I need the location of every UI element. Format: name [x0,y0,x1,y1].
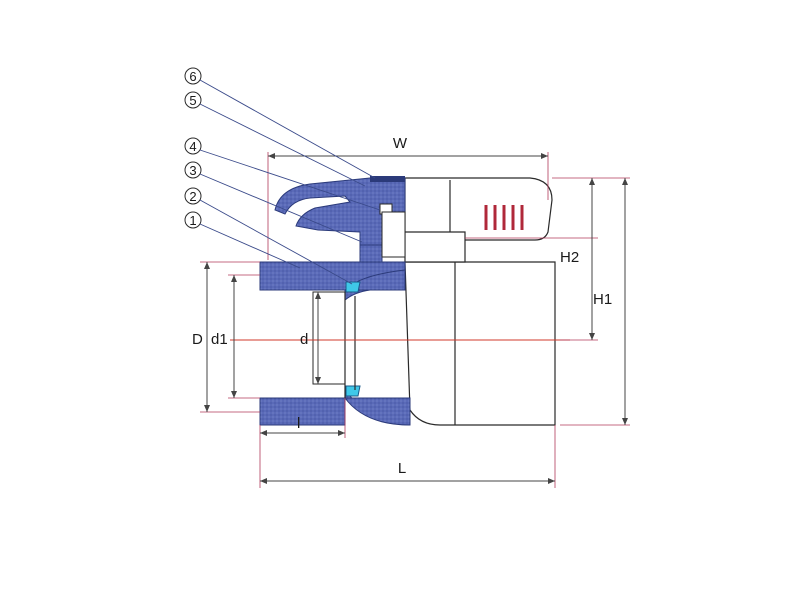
label-D: D [192,331,203,348]
callout-2: 2 [184,187,353,285]
callout-1: 1 [184,211,301,269]
callout-6: 6 [184,67,376,179]
label-L: L [398,460,406,477]
svg-text:3: 3 [189,163,196,178]
callout-5: 5 [184,91,366,187]
callout-3: 3 [184,161,363,243]
handle-grip-ribs [484,205,524,230]
label-d1: d1 [211,331,228,348]
svg-text:1: 1 [189,213,196,228]
label-l: l [297,415,300,432]
svg-text:2: 2 [189,189,196,204]
svg-text:4: 4 [189,139,196,154]
label-H2: H2 [560,249,579,266]
svg-text:5: 5 [189,93,196,108]
callout-4: 4 [184,137,381,211]
label-W: W [393,135,408,152]
extension-lines [200,152,630,488]
dimension-labels: W H2 H1 D d1 d l L [192,135,612,477]
valve-body-section [259,176,411,426]
label-d: d [300,331,308,348]
part-callouts: 6 5 4 3 2 1 [184,67,381,285]
svg-text:6: 6 [189,69,196,84]
label-H1: H1 [593,291,612,308]
valve-body-exterior [404,177,556,426]
dimension-lines [204,153,628,484]
